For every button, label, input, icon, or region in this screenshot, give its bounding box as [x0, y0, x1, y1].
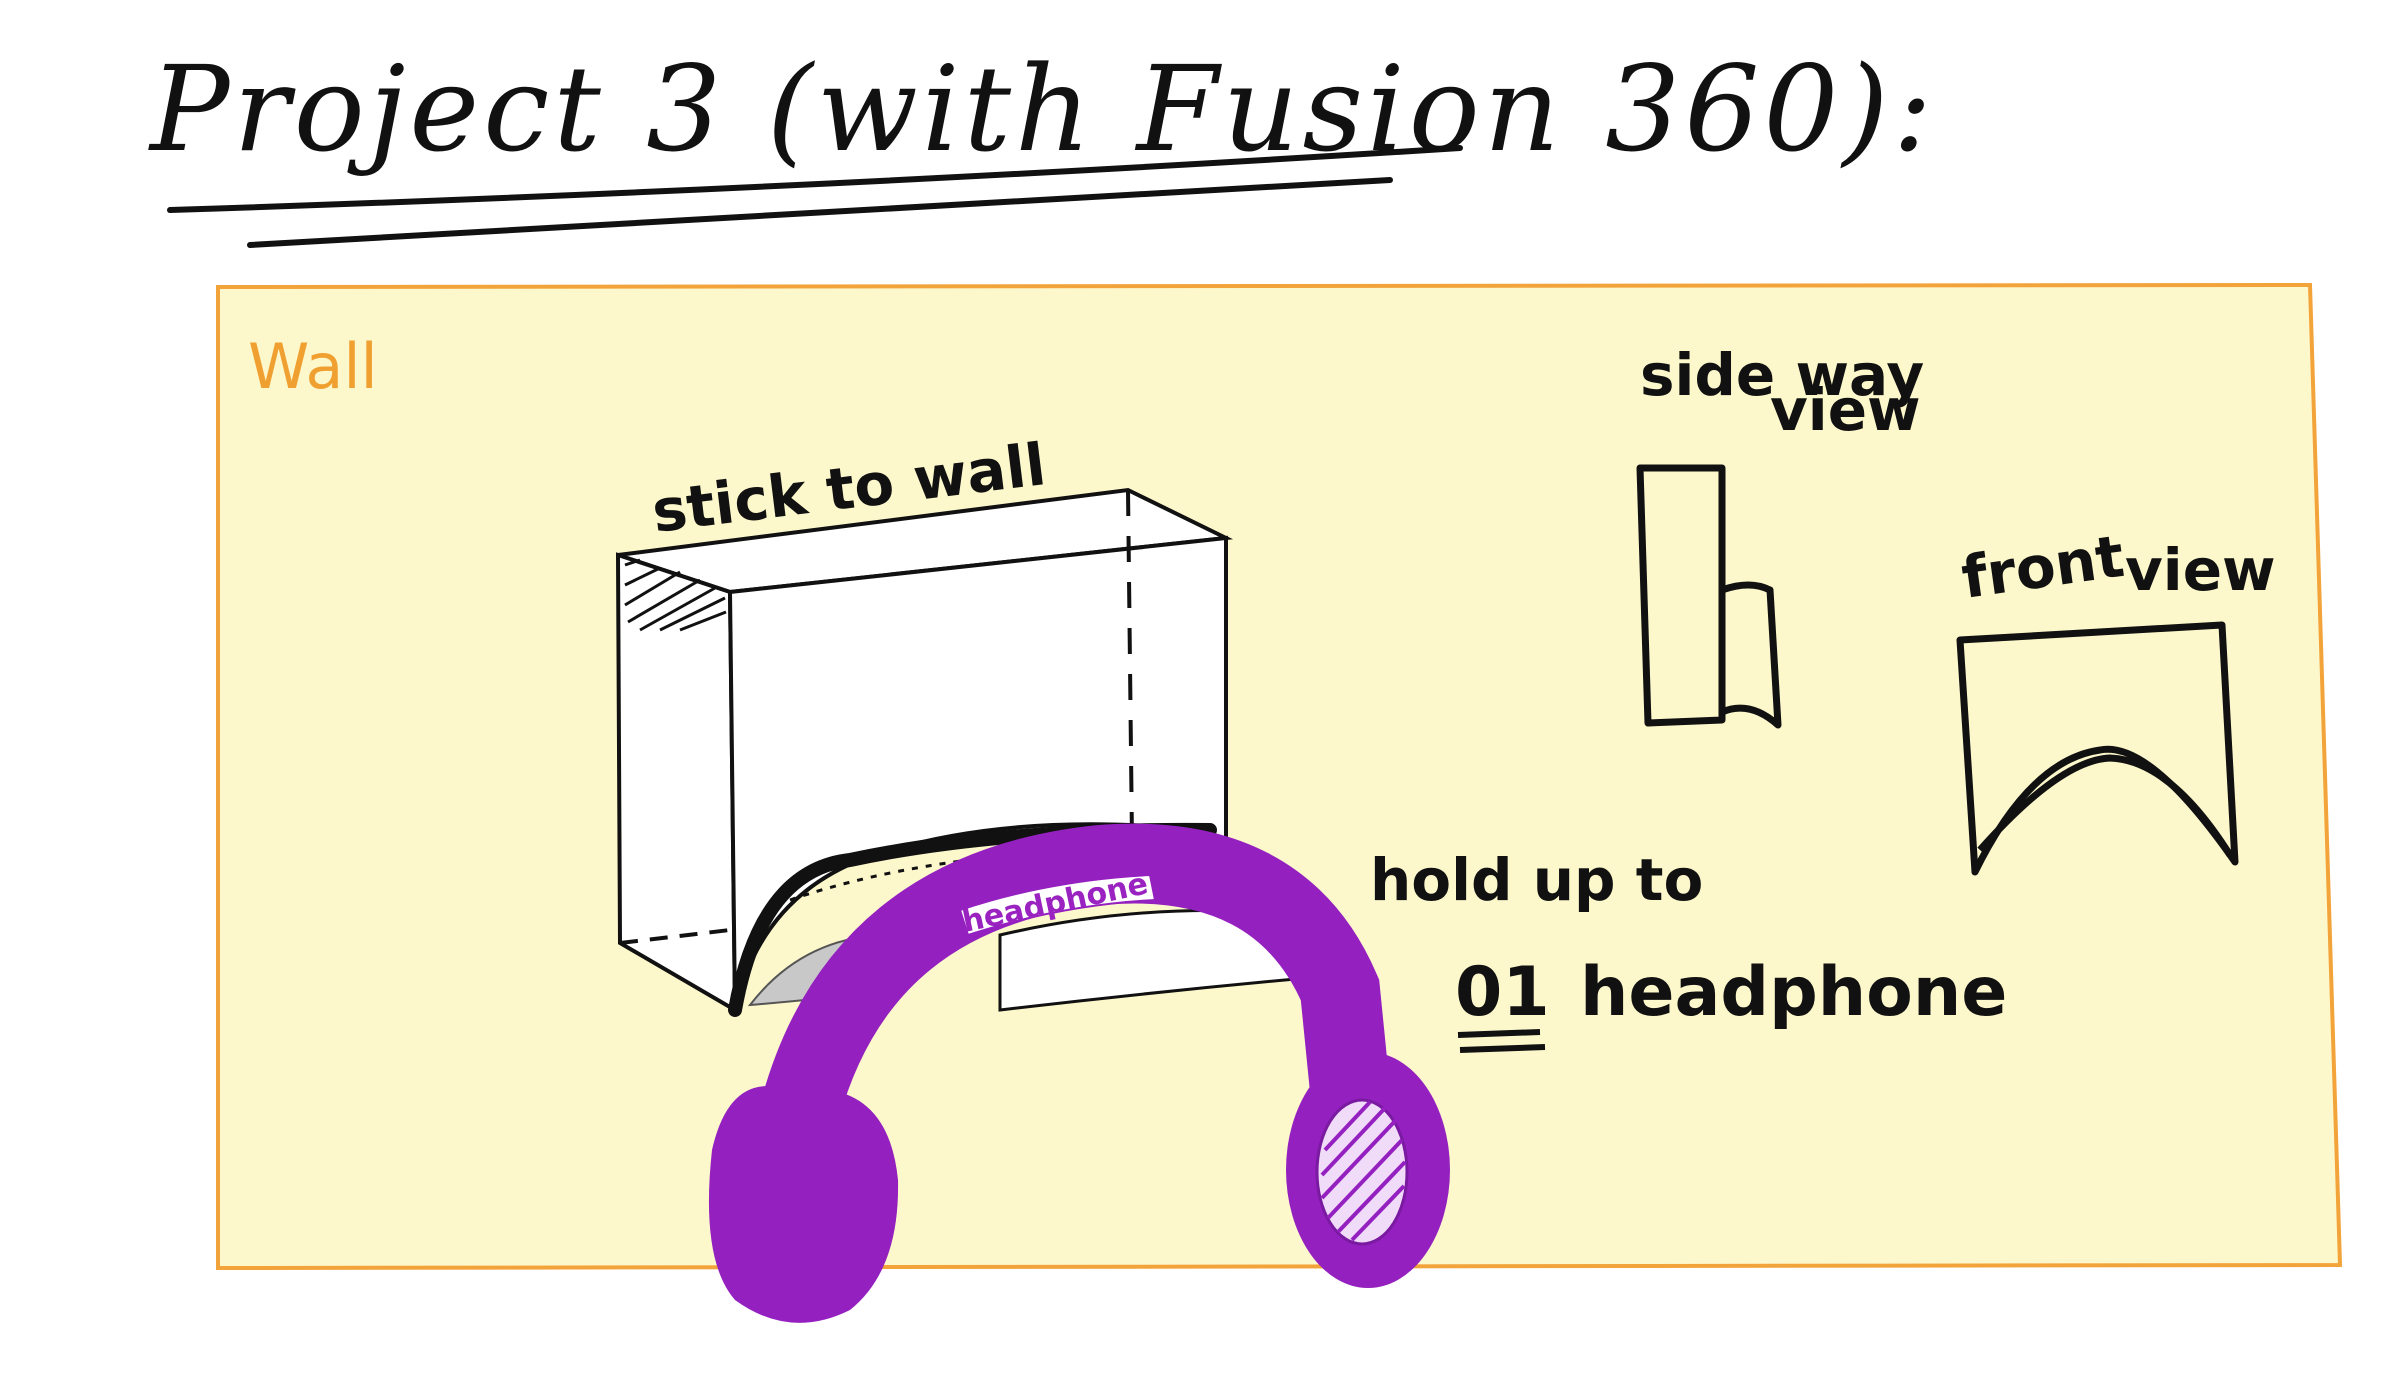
headphone-drawing: headphone	[708, 823, 1450, 1323]
hold-up-count: 01	[1455, 953, 1550, 1032]
title-underline-1	[167, 145, 1463, 213]
sideway-view-label-1: side way	[1640, 341, 1924, 409]
front-view-label-2: view	[2125, 536, 2276, 604]
sideway-view-drawing	[1636, 464, 1782, 729]
front-view-drawing	[1956, 621, 2239, 876]
wall-label: Wall	[248, 330, 378, 403]
title-underline-2	[247, 177, 1393, 248]
count-underline-2	[1459, 1044, 1546, 1053]
hold-up-item: headphone	[1580, 953, 2007, 1032]
page-title: Project 3 (with Fusion 360):	[148, 40, 1936, 178]
sideway-view-label-2: view	[1770, 376, 1921, 444]
count-underline-1	[1457, 1029, 1541, 1038]
wall-area	[216, 282, 2343, 1271]
hold-up-label: hold up to	[1370, 846, 1703, 914]
